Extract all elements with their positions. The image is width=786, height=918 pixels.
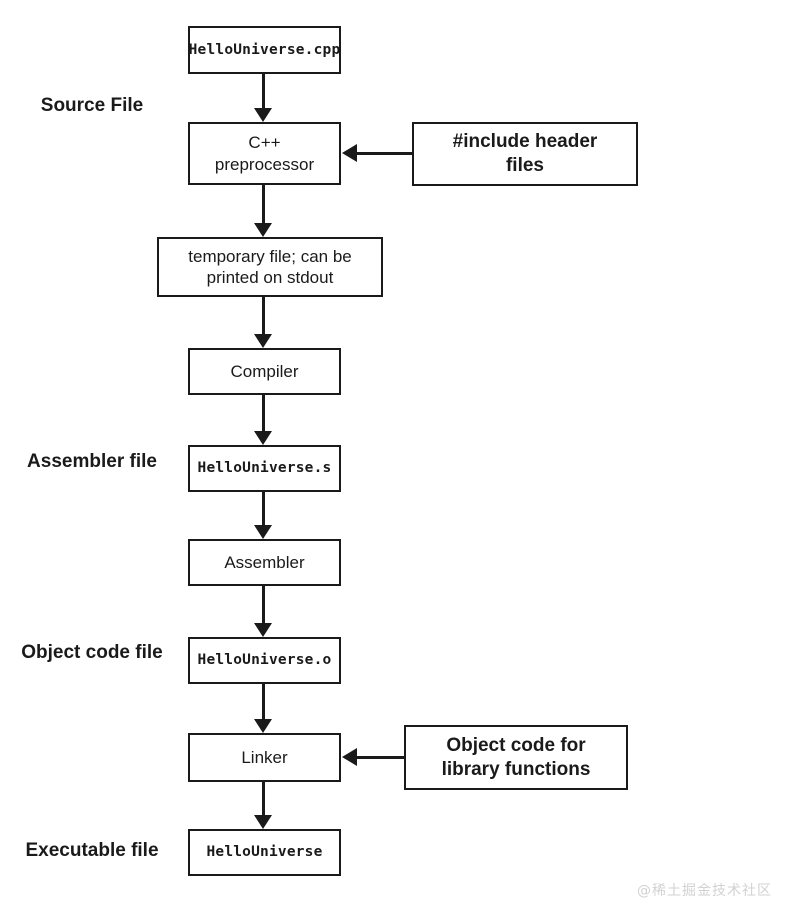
connector-library-to-linker: [357, 756, 405, 759]
connector-linker-to-executable: [262, 782, 265, 815]
node-linker: Linker: [188, 733, 341, 782]
node-assembler: Assembler: [188, 539, 341, 586]
stage-label-source-file: Source File: [40, 95, 144, 116]
connector-object-to-linker: [262, 684, 265, 719]
stage-label-assembler-file: Assembler file: [27, 451, 157, 472]
connector-compiler-to-assembly: [262, 395, 265, 431]
connector-include-to-preprocessor: [357, 152, 413, 155]
arrowhead-preprocessor-to-temporary: [254, 223, 272, 237]
arrowhead-temporary-to-compiler: [254, 334, 272, 348]
node-hello-universe-s: HelloUniverse.s: [188, 445, 341, 492]
arrowhead-assembly-to-assembler: [254, 525, 272, 539]
arrowhead-compiler-to-assembly: [254, 431, 272, 445]
stage-label-object-code-file: Object code file: [21, 642, 163, 663]
connector-preprocessor-to-temporary: [262, 185, 265, 223]
node-hello-universe: HelloUniverse: [188, 829, 341, 876]
arrowhead-object-to-linker: [254, 719, 272, 733]
node-compiler: Compiler: [188, 348, 341, 395]
node-include-header-files: #include header files: [412, 122, 638, 186]
node-temporary-file: temporary file; can be printed on stdout: [157, 237, 383, 297]
node-hello-universe-o: HelloUniverse.o: [188, 637, 341, 684]
node-object-code-library: Object code for library functions: [404, 725, 628, 790]
connector-assembler-to-object: [262, 586, 265, 623]
connector-assembly-to-assembler: [262, 492, 265, 525]
node-hello-universe-cpp: HelloUniverse.cpp: [188, 26, 341, 74]
arrowhead-include-to-preprocessor: [342, 144, 357, 162]
watermark: @稀土掘金技术社区: [637, 883, 772, 899]
stage-label-executable-file: Executable file: [25, 840, 159, 861]
connector-temporary-to-compiler: [262, 297, 265, 334]
arrowhead-library-to-linker: [342, 748, 357, 766]
arrowhead-assembler-to-object: [254, 623, 272, 637]
connector-cpp-to-preprocessor: [262, 74, 265, 110]
arrowhead-cpp-to-preprocessor: [254, 108, 272, 122]
arrowhead-linker-to-executable: [254, 815, 272, 829]
node-cpp-preprocessor: C++ preprocessor: [188, 122, 341, 185]
